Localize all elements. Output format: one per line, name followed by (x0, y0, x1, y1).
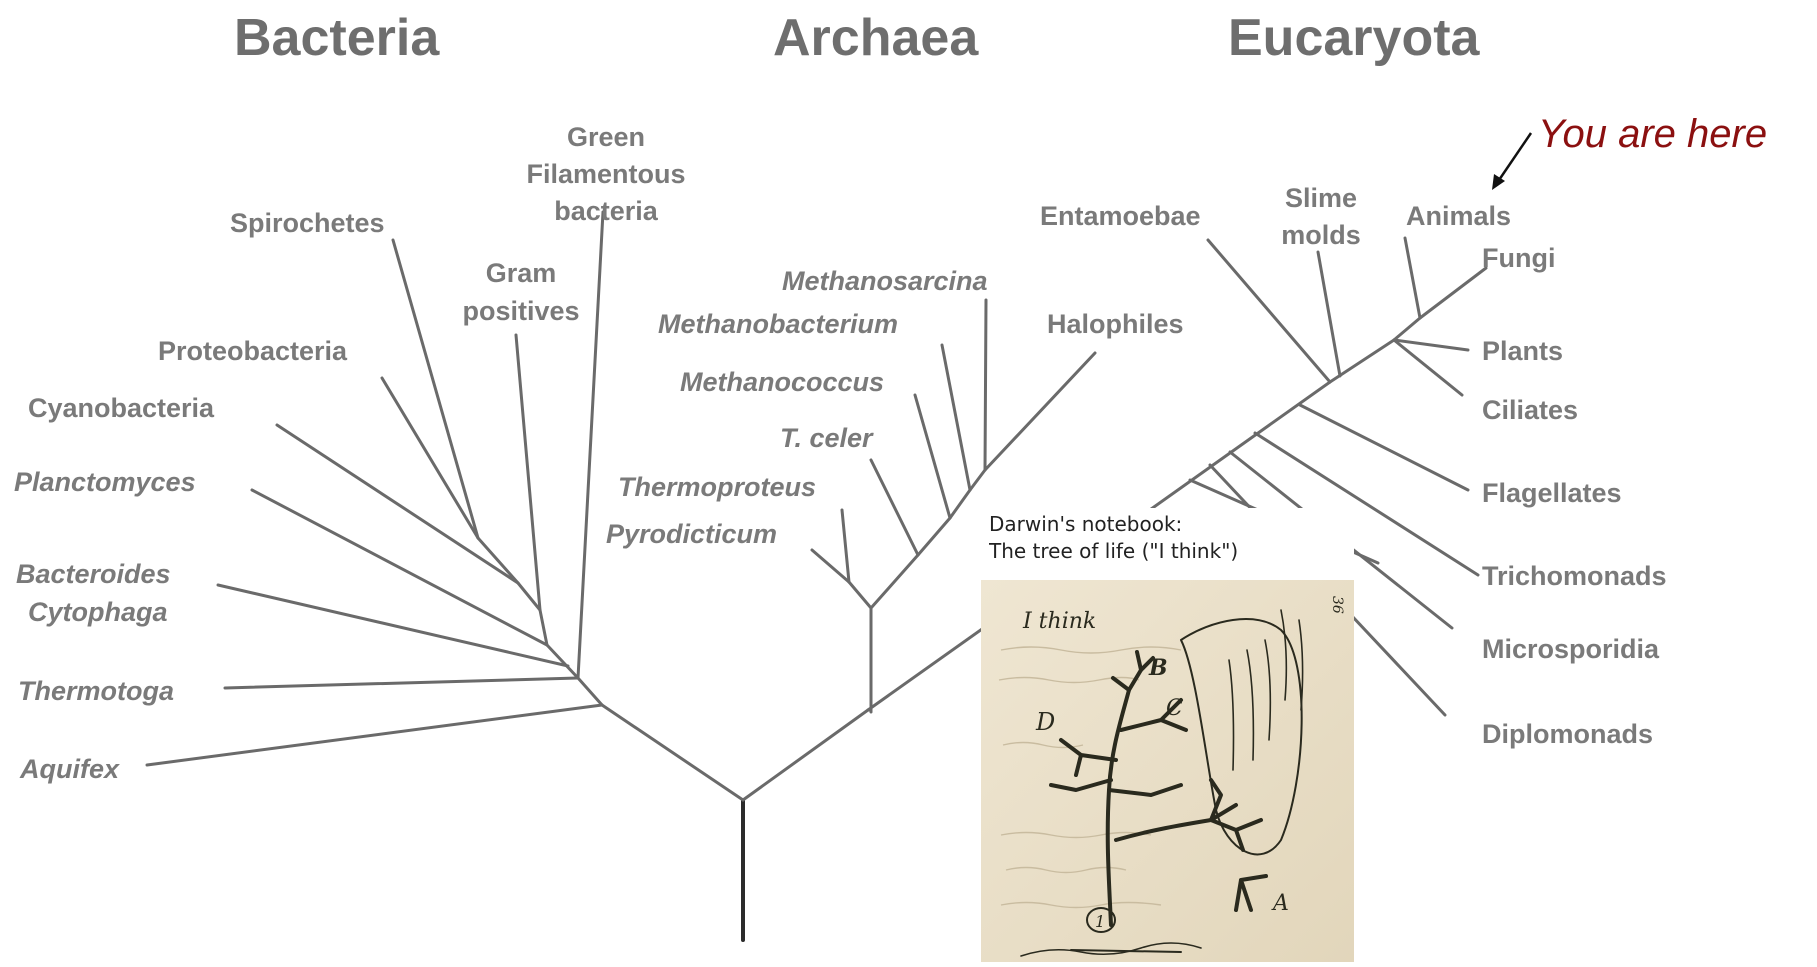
label-thermoproteus: Thermoproteus (618, 472, 816, 502)
label-green-3: bacteria (554, 196, 659, 226)
notebook-i-think: I think (1022, 609, 1096, 634)
notebook-number-1: 1 (1095, 912, 1105, 931)
notebook-sketch-image: I think 36 B C D A 1 (981, 580, 1354, 962)
label-plants: Plants (1482, 336, 1563, 366)
branch-bacteroides (218, 585, 568, 666)
label-bacteroides: Bacteroides (16, 559, 171, 589)
branch-thermotoga (225, 678, 578, 688)
label-aquifex: Aquifex (19, 754, 120, 784)
branch-slime-molds (1318, 252, 1340, 376)
branch-methanobacterium (942, 345, 970, 490)
branch-spirochetes (393, 240, 478, 538)
branch-arch-euk-root (743, 710, 868, 800)
inset-caption-line-2: The tree of life ("I think") (989, 538, 1346, 565)
label-t-celer: T. celer (780, 423, 874, 453)
label-green-2: Filamentous (526, 159, 685, 189)
label-methanobacterium: Methanobacterium (658, 309, 898, 339)
branch-methanosarcina (985, 300, 986, 470)
inset-caption-line-1: Darwin's notebook: (989, 511, 1346, 538)
branch-aquifex (147, 705, 602, 765)
inset-caption: Darwin's notebook: The tree of life ("I … (981, 508, 1354, 580)
branch-fungi (1420, 268, 1486, 318)
label-gram-1: Gram (486, 258, 557, 288)
label-cyanobacteria: Cyanobacteria (28, 393, 215, 423)
label-proteobacteria: Proteobacteria (158, 336, 348, 366)
label-slime-1: Slime (1285, 183, 1357, 213)
you-are-here-arrow-icon (1492, 133, 1531, 190)
branch-green-filamentous (578, 212, 603, 678)
label-ciliates: Ciliates (1482, 395, 1578, 425)
domain-archaea: Archaea (773, 9, 979, 67)
label-cytophaga: Cytophaga (28, 597, 168, 627)
label-pyrodicticum: Pyrodicticum (606, 519, 777, 549)
label-animals: Animals (1406, 201, 1511, 231)
label-microsporidia: Microsporidia (1482, 634, 1660, 664)
branch-proteobacteria (382, 378, 478, 538)
label-fungi: Fungi (1482, 243, 1555, 273)
branch-cyanobacteria (277, 425, 518, 583)
branch-pyrodicticum (812, 550, 849, 582)
you-are-here-label: You are here (1538, 112, 1767, 156)
branch-methanococcus (915, 395, 950, 518)
branch-t-celer (871, 460, 918, 555)
branch-animals (1405, 238, 1420, 318)
darwin-notebook-inset: Darwin's notebook: The tree of life ("I … (981, 508, 1354, 962)
label-flagellates: Flagellates (1482, 478, 1622, 508)
branch-thermoproteus (842, 510, 849, 582)
label-spirochetes: Spirochetes (230, 208, 385, 238)
branch-halophiles (985, 353, 1095, 470)
label-entamoebae: Entamoebae (1040, 201, 1201, 231)
label-halophiles: Halophiles (1047, 309, 1184, 339)
label-methanosarcina: Methanosarcina (782, 266, 988, 296)
domain-eucaryota: Eucaryota (1228, 9, 1481, 67)
label-thermotoga: Thermotoga (18, 676, 174, 706)
label-planctomyces: Planctomyces (14, 467, 196, 497)
branch-bacteria-root (602, 705, 743, 800)
label-gram-2: positives (462, 296, 579, 326)
notebook-letter-c: C (1166, 696, 1183, 721)
notebook-page-number: 36 (1329, 596, 1345, 614)
notebook-letter-d: D (1035, 708, 1055, 736)
notebook-letter-a: A (1271, 891, 1289, 916)
label-methanococcus: Methanococcus (680, 367, 884, 397)
label-diplomonads: Diplomonads (1482, 719, 1653, 749)
label-green-1: Green (567, 122, 645, 152)
label-slime-2: molds (1281, 220, 1361, 250)
domain-bacteria: Bacteria (234, 9, 440, 67)
branch-entamoebae (1208, 240, 1330, 382)
label-trichomonads: Trichomonads (1482, 561, 1667, 591)
branch-gram-positives (516, 335, 540, 610)
notebook-letter-b: B (1148, 655, 1168, 681)
